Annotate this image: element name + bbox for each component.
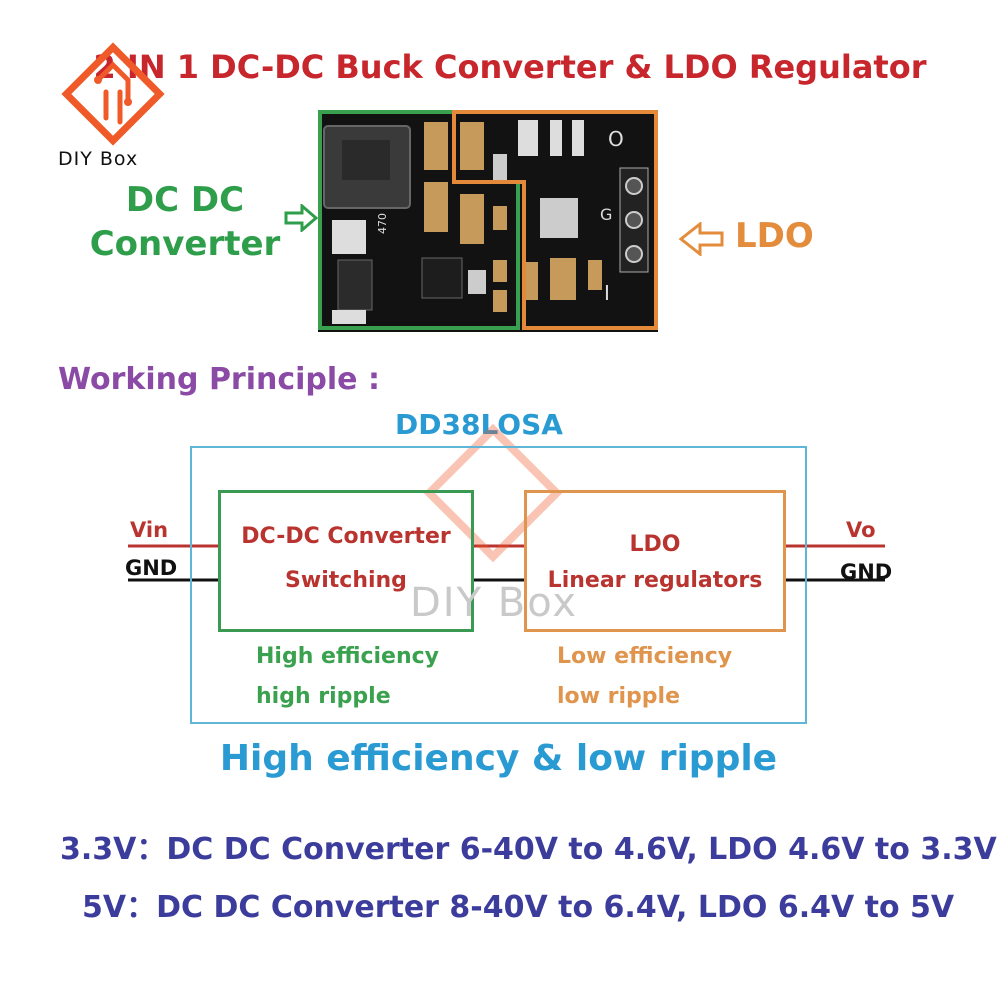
- arrow-left-icon: [678, 222, 724, 256]
- dcdc-label-line1: DC DC: [125, 180, 245, 220]
- dcdc-note-efficiency: High efficiency: [256, 644, 440, 669]
- circuit-logo-icon: [61, 42, 165, 146]
- ldo-block-sub: Linear regulators: [547, 568, 763, 593]
- ldo-label: LDO: [735, 216, 814, 256]
- dcdc-block-sub: Switching: [285, 568, 407, 593]
- silk-470: 470: [376, 213, 389, 234]
- brand-logo: DIY Box: [58, 40, 168, 170]
- gnd-out-label: GND: [840, 560, 893, 584]
- ldo-note-efficiency: Low efficiency: [557, 644, 733, 669]
- module-outline: [190, 446, 807, 724]
- arrow-right-icon: [284, 204, 318, 232]
- vin-label: Vin: [130, 518, 169, 542]
- dcdc-label-line2: Converter: [89, 224, 281, 264]
- spec-5v: 5V：DC DC Converter 8-40V to 6.4V, LDO 6.…: [82, 890, 955, 925]
- page-title: 2 IN 1 DC-DC Buck Converter & LDO Regula…: [93, 48, 927, 86]
- pin-i-label: I: [604, 281, 610, 305]
- gnd-in-label: GND: [125, 556, 178, 580]
- spec-3v3: 3.3V：DC DC Converter 6-40V to 4.6V, LDO …: [60, 832, 997, 867]
- dcdc-label: DC DC Converter: [80, 178, 290, 266]
- dcdc-note-ripple: high ripple: [256, 684, 391, 709]
- pcb-board: 470 O G I: [318, 110, 658, 332]
- dcdc-block: [218, 490, 474, 632]
- watermark-text: DIY Box: [410, 580, 579, 626]
- ldo-note-ripple: low ripple: [557, 684, 680, 709]
- pcb-drawing: 470 O G I: [318, 110, 658, 332]
- working-principle-heading: Working Principle :: [58, 362, 380, 397]
- brand-name: DIY Box: [58, 148, 139, 170]
- ldo-block: [524, 490, 786, 632]
- module-name: DD38LOSA: [395, 408, 563, 441]
- vo-label: Vo: [846, 518, 876, 542]
- pin-o-label: O: [608, 127, 624, 151]
- tagline: High efficiency & low ripple: [219, 738, 778, 779]
- ldo-block-title: LDO: [629, 532, 681, 557]
- dcdc-block-title: DC-DC Converter: [241, 524, 451, 549]
- pin-g-label: G: [600, 205, 612, 224]
